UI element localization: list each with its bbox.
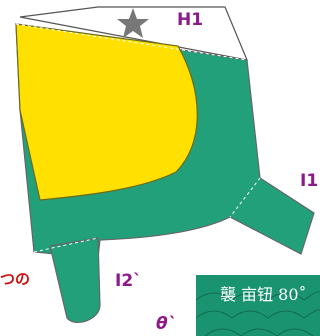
dashed-boundaries	[15, 23, 261, 253]
yellow-region	[15, 23, 198, 201]
dashed-leg-boundary	[33, 237, 99, 253]
label-theta: θ`	[156, 314, 177, 334]
label-i2: I2`	[115, 271, 142, 291]
label-i1: I1	[300, 171, 319, 191]
label-h1: H1	[177, 10, 204, 30]
label-patch-text: 襲 亩钮 80˚	[220, 285, 307, 304]
scale-pattern-patch	[195, 275, 320, 336]
label-partial-left: つの	[0, 270, 31, 288]
dashed-right-boundary	[229, 177, 261, 218]
dashed-top-boundary	[15, 23, 248, 61]
lower-leg-shape	[49, 237, 101, 323]
star-icon	[117, 8, 149, 38]
